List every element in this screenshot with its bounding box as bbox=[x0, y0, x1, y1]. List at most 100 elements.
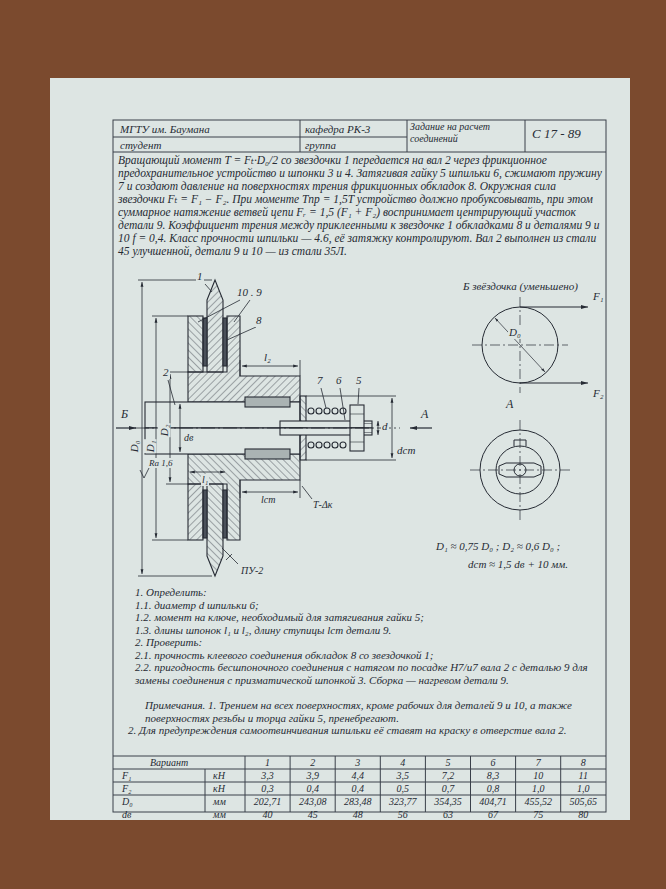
table-cell: 202,71 bbox=[254, 796, 282, 808]
table-cell: 3,5 bbox=[397, 770, 410, 782]
dimension-label: dв bbox=[183, 432, 194, 444]
dimension-label: dст bbox=[396, 444, 416, 457]
title-cell: МГТУ им. Баумана bbox=[120, 123, 210, 136]
table-cell: 0,4 bbox=[306, 783, 319, 795]
assembly-section bbox=[145, 280, 372, 428]
table-cell: F₁ bbox=[122, 770, 132, 782]
title-cell: студент bbox=[120, 139, 161, 152]
leader-lines bbox=[168, 284, 359, 564]
task-item: 2.1. прочность клеевого соединения обкла… bbox=[135, 649, 433, 662]
formula: dст ≈ 1,5 dв + 10 мм. bbox=[468, 558, 568, 571]
table-cell: 505,65 bbox=[570, 796, 598, 808]
table-cell: 3,9 bbox=[306, 770, 319, 782]
table-cell: 3 bbox=[355, 757, 360, 769]
check-mark: ПУ-2 bbox=[240, 565, 264, 577]
table-cell: 1,0 bbox=[577, 783, 590, 795]
table-cell: 7,2 bbox=[442, 770, 455, 782]
table-cell: 283,48 bbox=[344, 796, 372, 808]
dimension-label: l₁ bbox=[201, 474, 209, 486]
table-cell: 11 bbox=[579, 770, 588, 782]
force-label: F₂ bbox=[592, 387, 605, 400]
callout-number: 8 bbox=[255, 314, 263, 327]
dimension-label: D₀ bbox=[508, 326, 522, 339]
table-cell: кН bbox=[213, 770, 225, 782]
task-item: 2. Проверить: bbox=[135, 636, 202, 649]
table-cell: 0,4 bbox=[352, 783, 365, 795]
callout-number: 7 bbox=[316, 374, 324, 387]
table-cell: 8,3 bbox=[487, 770, 500, 782]
dimension-lines bbox=[116, 280, 432, 576]
dimension-label: D₁ bbox=[144, 439, 157, 453]
view-letter: A bbox=[420, 408, 429, 422]
table-cell: F₂ bbox=[122, 783, 132, 795]
task-text: Вращающий момент T = Fₜ·D₀/2 со звездочк… bbox=[118, 154, 604, 258]
table-cell: 3,3 bbox=[261, 770, 274, 782]
table-cell: 67 bbox=[488, 809, 498, 821]
paper-sheet bbox=[50, 78, 630, 820]
dimension-label: D₂ bbox=[158, 423, 171, 437]
table-cell: 75 bbox=[533, 809, 543, 821]
table-cell: 243,08 bbox=[299, 796, 327, 808]
task-item: 1.3. длины шпонок l₁ и l₂, длину ступицы… bbox=[135, 624, 391, 637]
table-cell: 1 bbox=[265, 757, 270, 769]
callout-number: 6 bbox=[335, 374, 343, 387]
dimension-label: D₀ bbox=[128, 439, 141, 453]
table-cell: 40 bbox=[263, 809, 273, 821]
callout-number: 5 bbox=[355, 374, 363, 387]
view-letter: Б bbox=[120, 408, 129, 422]
table-cell: 6 bbox=[491, 757, 496, 769]
table-cell: D₀ bbox=[122, 796, 133, 808]
formula: D₁ ≈ 0,75 D₀ ; D₂ ≈ 0,6 D₀ ; bbox=[436, 540, 560, 553]
table-cell: 63 bbox=[443, 809, 453, 821]
roughness-mark: Ra 1,6 bbox=[148, 458, 174, 468]
view-title: Б звёздочка (уменьшено) bbox=[462, 280, 579, 293]
table-cell: 80 bbox=[578, 809, 588, 821]
sprocket-view bbox=[472, 297, 588, 393]
sheet-frame bbox=[113, 120, 606, 812]
table-cell: 0,8 bbox=[487, 783, 500, 795]
table-cell: dв bbox=[122, 809, 131, 821]
dimension-label: d bbox=[381, 420, 389, 433]
table-cell: 354,35 bbox=[434, 796, 462, 808]
table-cell: 48 bbox=[353, 809, 363, 821]
table-cell: 0,5 bbox=[397, 783, 410, 795]
dimension-label: l₂ bbox=[263, 351, 272, 364]
table-cell: 455,52 bbox=[524, 796, 552, 808]
table-cell: 7 bbox=[536, 757, 541, 769]
table-cell: 2 bbox=[310, 757, 315, 769]
table-cell: 56 bbox=[398, 809, 408, 821]
title-cell: Задание на расчет соединений bbox=[410, 121, 522, 144]
task-item: 1. Определить: bbox=[135, 586, 207, 599]
table-cell: 404,71 bbox=[479, 796, 507, 808]
callout-number: 10 . 9 bbox=[236, 286, 263, 299]
table-cell: 5 bbox=[445, 757, 450, 769]
view-letter: A bbox=[505, 398, 514, 412]
note-text: 2. Для предупреждения самоотвинчивания ш… bbox=[128, 724, 600, 737]
table-cell: 8 bbox=[581, 757, 586, 769]
task-item: 1.1. диаметр d шпильки 6; bbox=[135, 599, 259, 612]
table-cell: 1,0 bbox=[532, 783, 545, 795]
table-cell: Вариант bbox=[150, 757, 188, 769]
table-cell: мм bbox=[213, 809, 226, 821]
table-cell: кН bbox=[213, 783, 225, 795]
table-cell: 0,3 bbox=[261, 783, 274, 795]
dimension-label: lст bbox=[260, 494, 276, 506]
callout-number: 1 bbox=[196, 270, 204, 283]
title-cell: С 17 - 89 bbox=[532, 127, 581, 142]
note-text: Примечания. 1. Трением на всех поверхнос… bbox=[145, 699, 600, 724]
table-cell: 0,7 bbox=[442, 783, 455, 795]
table-cell: 323,77 bbox=[389, 796, 417, 808]
end-view bbox=[470, 420, 570, 520]
table-cell: 10 bbox=[533, 770, 543, 782]
task-item: 1.2. момент на ключе, необходимый для за… bbox=[135, 611, 424, 624]
table-cell: мм bbox=[213, 796, 226, 808]
fit-mark: Т-Δк bbox=[312, 499, 333, 511]
title-cell: кафедра РК-3 bbox=[305, 123, 370, 136]
table-cell: 4,4 bbox=[352, 770, 365, 782]
task-item: 2.2. пригодность бесшпоночного соединени… bbox=[135, 661, 600, 686]
title-cell: группа bbox=[305, 139, 336, 152]
table-cell: 4 bbox=[400, 757, 405, 769]
callout-number: 2 bbox=[162, 366, 170, 379]
table-cell: 45 bbox=[308, 809, 318, 821]
